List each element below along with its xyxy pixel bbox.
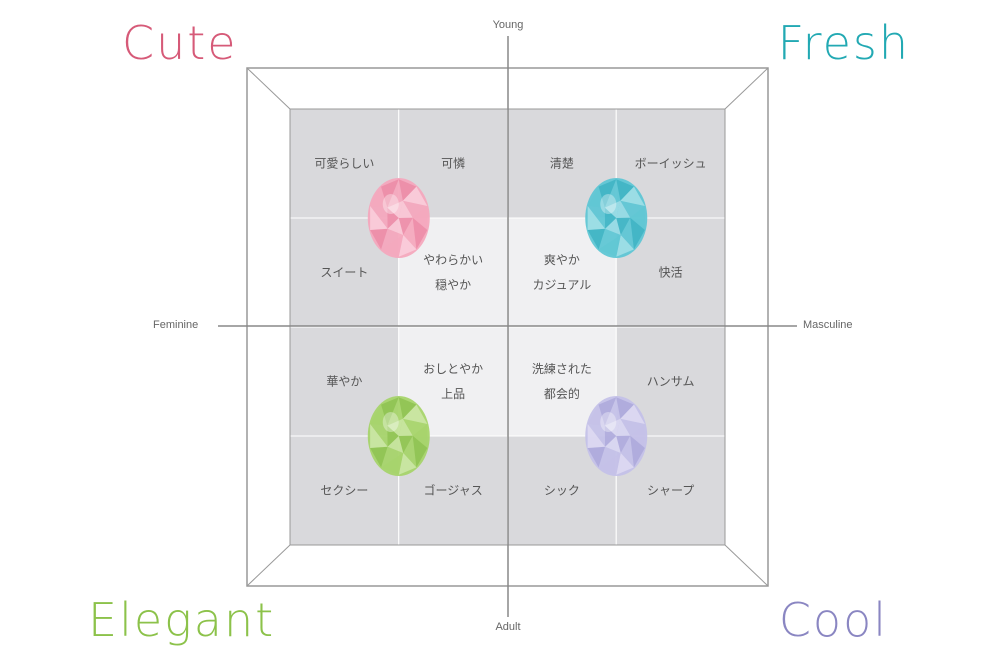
corner-label-cute: Cute	[122, 16, 238, 70]
cell-label: シック	[544, 478, 580, 503]
axes	[218, 36, 797, 617]
cell-label-line: 穏やか	[435, 277, 472, 292]
cell-label-line: シャープ	[646, 483, 695, 497]
cell-label-line: 清楚	[549, 156, 574, 170]
cell-label: ボーイッシュ	[635, 151, 707, 176]
gems	[367, 178, 648, 476]
cell-label: 華やか	[326, 369, 362, 394]
cell-label: おしとやか上品	[423, 357, 483, 407]
corner-label-cool: Cool	[778, 593, 888, 647]
lavender-gem	[585, 396, 648, 476]
cell-label-line: 都会的	[543, 386, 580, 401]
pink-gem	[367, 178, 430, 258]
cell-label: ゴージャス	[424, 478, 483, 503]
cell-label: シャープ	[647, 478, 694, 503]
cell-label-line: おしとやか	[423, 361, 484, 376]
cell-label: やわらかい穏やか	[423, 248, 483, 298]
corner-label-fresh: Fresh	[777, 16, 910, 70]
cell-label-line: 可愛らしい	[314, 156, 375, 170]
cell-label-line: ボーイッシュ	[634, 156, 707, 170]
axis-label-masculine: Masculine	[803, 319, 853, 331]
bevel-line	[724, 544, 769, 587]
cell-label-line: カジュアル	[532, 277, 592, 292]
axis-label-feminine: Feminine	[153, 319, 199, 331]
cell-label: 可愛らしい	[314, 151, 374, 176]
corner-label-elegant: Elegant	[88, 593, 276, 647]
cell-label: ハンサム	[647, 369, 695, 394]
cell-label: 可憐	[441, 151, 465, 176]
cell-label-line: 可憐	[441, 156, 466, 170]
cell-label-line: スイート	[320, 265, 369, 279]
cell-label: セクシー	[320, 478, 368, 503]
cell-label-line: 洗練された	[531, 361, 592, 376]
cell-label: 洗練された都会的	[532, 357, 592, 407]
cell-label-line: やわらかい	[423, 252, 484, 267]
cell-label-line: シック	[543, 483, 580, 497]
green-gem	[367, 396, 430, 476]
cell-label-line: ハンサム	[646, 374, 695, 388]
cell-label: 清楚	[550, 151, 574, 176]
bevel-line	[724, 67, 769, 110]
cell-label-line: ゴージャス	[423, 483, 483, 497]
axis-label-adult: Adult	[495, 621, 521, 633]
cell-label-line: 華やか	[326, 374, 363, 388]
bevel-line	[246, 544, 291, 587]
cell-label: 爽やかカジュアル	[532, 248, 591, 298]
cell-label-line: 上品	[441, 386, 466, 401]
cell-label: スイート	[320, 260, 368, 285]
cell-label-line: 快活	[658, 265, 683, 279]
cell-label: 快活	[659, 260, 683, 285]
cell-label-line: 爽やか	[543, 252, 580, 267]
cell-label-line: セクシー	[320, 483, 369, 497]
axis-label-young: Young	[492, 19, 524, 31]
cyan-gem	[585, 178, 648, 258]
bevel-line	[246, 67, 291, 110]
